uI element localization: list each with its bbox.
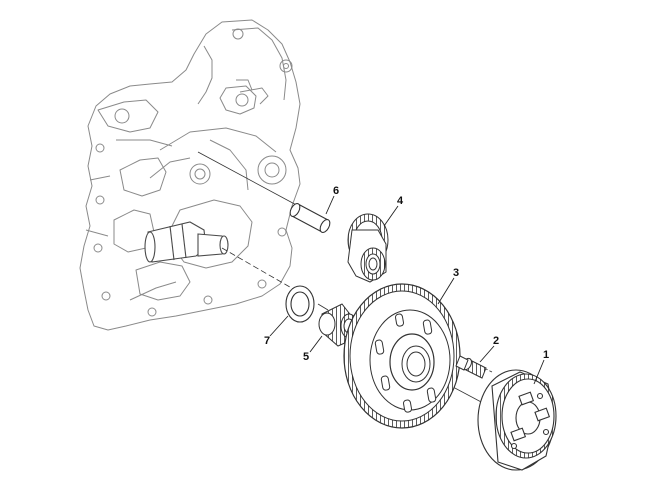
callout-6: 6	[333, 185, 340, 197]
callout-5: 5	[303, 351, 310, 363]
callout-3: 3	[453, 267, 460, 279]
engine-shaft	[144, 221, 229, 263]
callout-2: 2	[493, 335, 500, 347]
callout-1: 1	[543, 349, 550, 361]
part-6-idler-shaft	[289, 202, 331, 234]
callout-7: 7	[264, 335, 271, 347]
callout-4: 4	[397, 195, 404, 207]
part-1-starter-clutch	[477, 369, 557, 471]
part-7-washer	[285, 285, 315, 323]
part-4-idler-gear	[347, 213, 389, 283]
callout-leaders	[269, 195, 545, 385]
engine-crankcase	[79, 19, 301, 331]
part-2-bolt	[455, 355, 487, 379]
part-3-starter-driven-gear	[343, 283, 461, 429]
